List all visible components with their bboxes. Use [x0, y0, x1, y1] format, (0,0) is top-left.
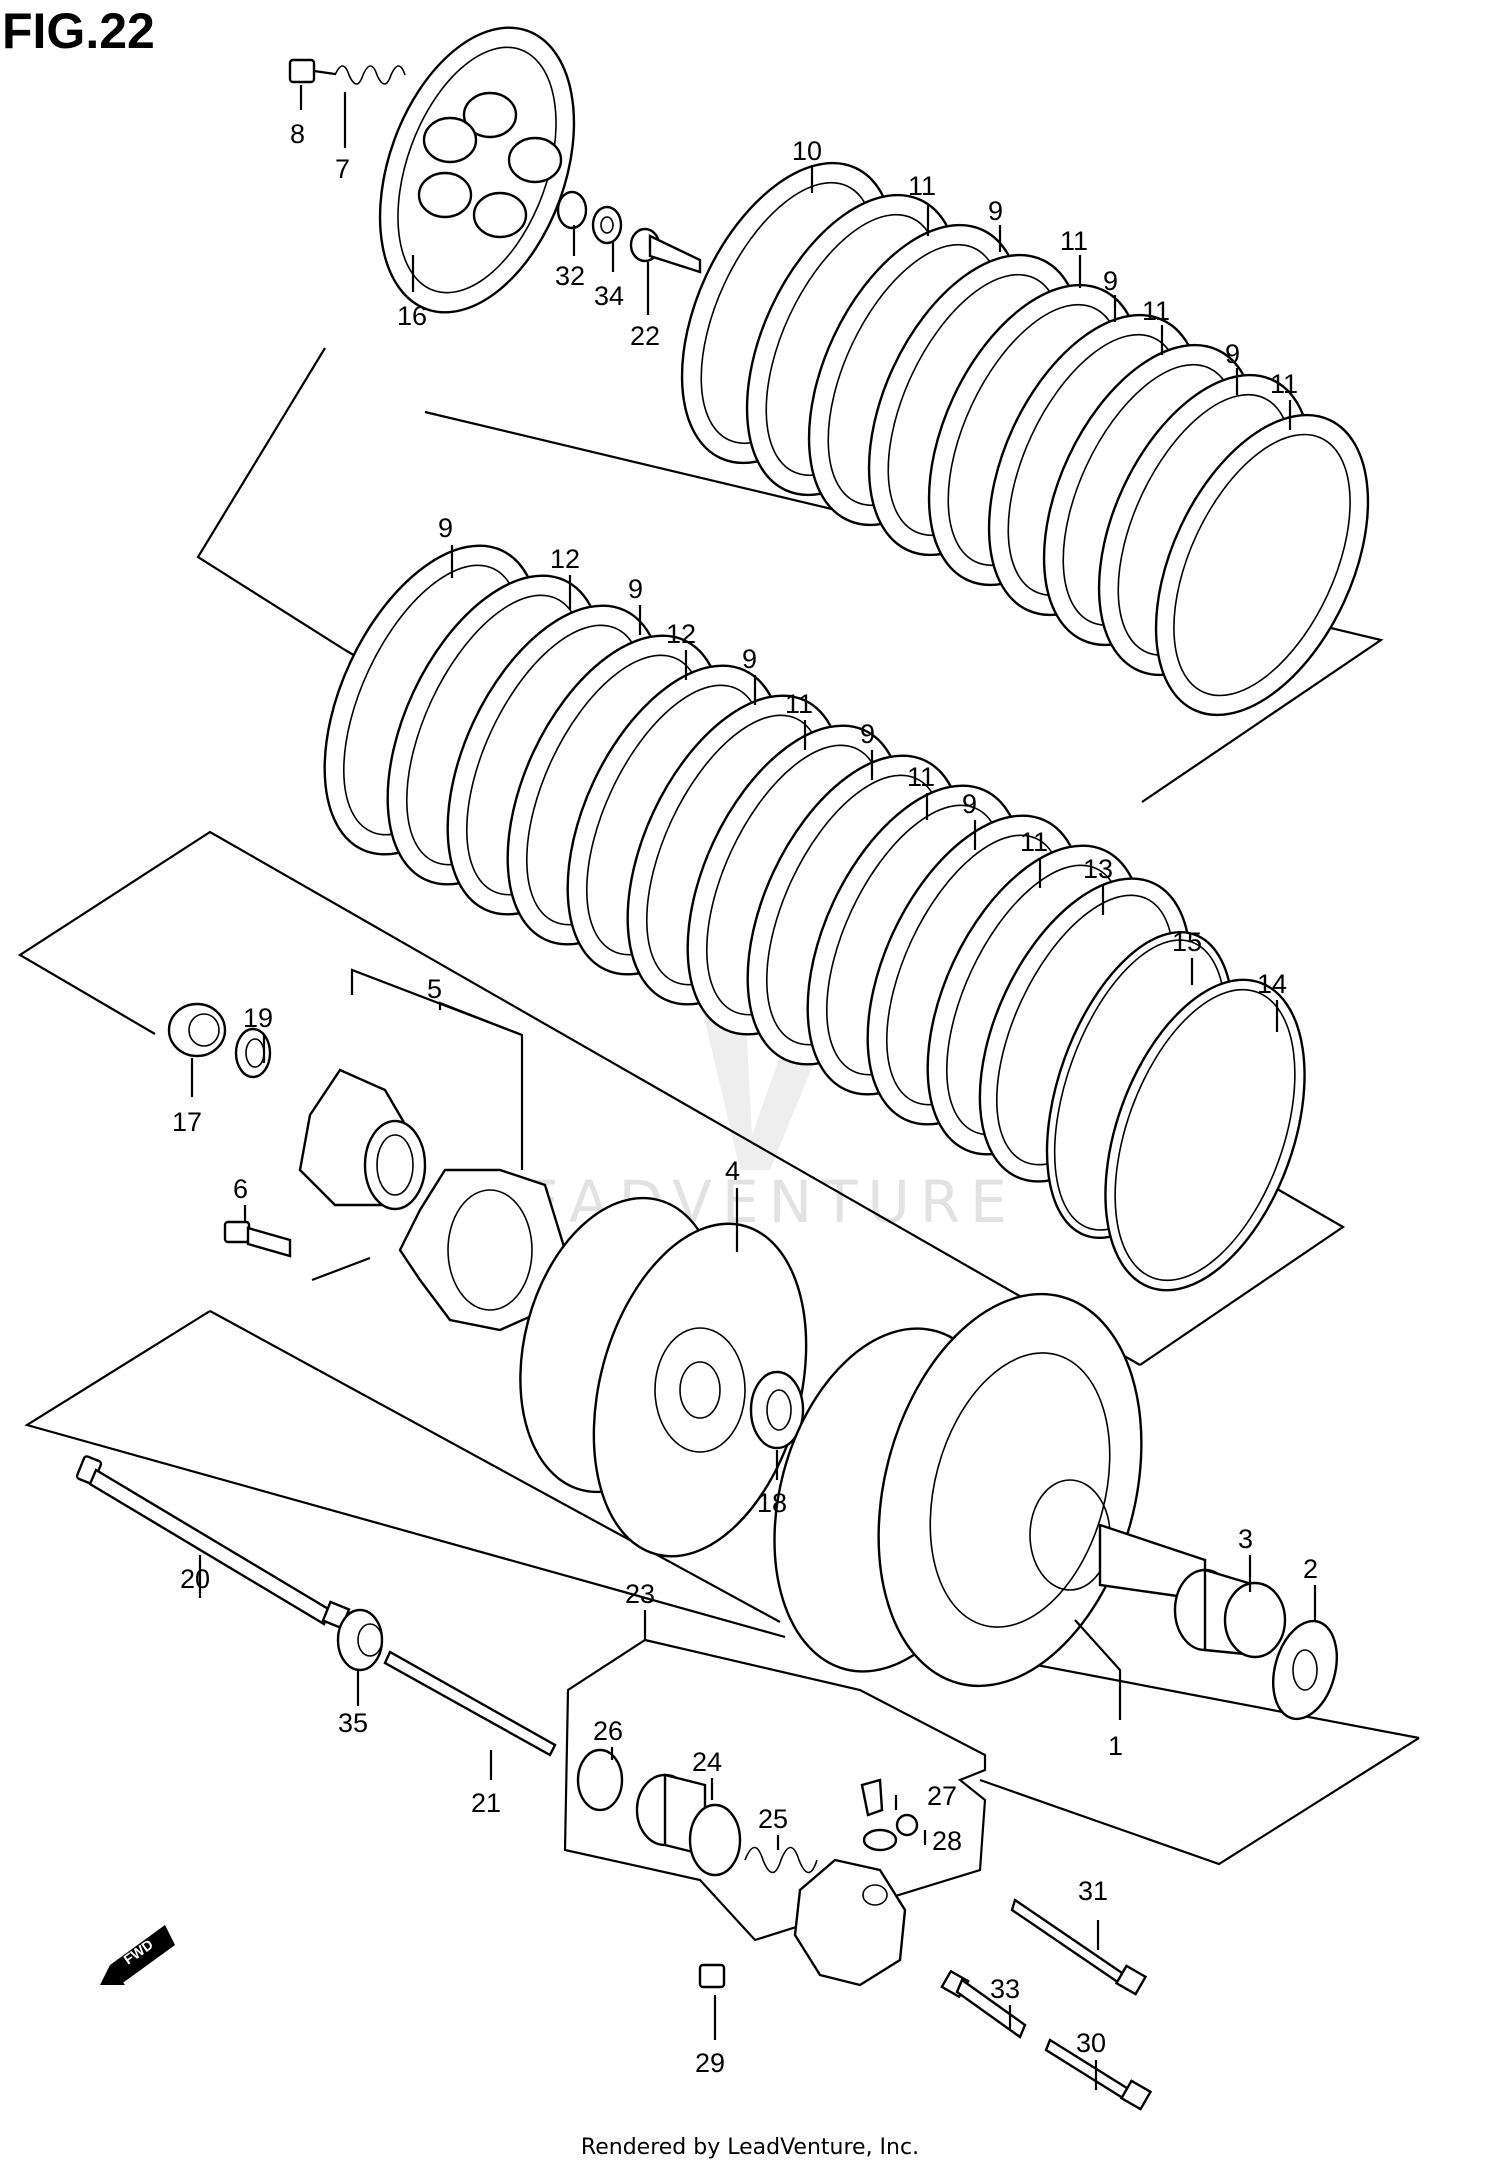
pressure-plate: [378, 26, 576, 314]
bolt-31: [1010, 1898, 1148, 1996]
bolt-6: [223, 1220, 292, 1258]
spacer-2: [1272, 1619, 1338, 1721]
spring-25: [744, 1846, 818, 1874]
callout-9-lower-1: 9: [438, 513, 453, 543]
callout-35: 35: [338, 1708, 368, 1738]
piston-24: [635, 1773, 742, 1877]
callout-6: 6: [233, 1174, 248, 1204]
callout-2: 2: [1303, 1554, 1318, 1584]
callout-11-upper-1: 11: [908, 171, 936, 201]
bolt-8: [288, 58, 336, 84]
callout-9-upper-3: 9: [1225, 339, 1240, 369]
cap-28: [862, 1813, 919, 1852]
callout-10: 10: [792, 136, 822, 166]
plate-stack-upper: [680, 161, 1370, 717]
push-rod-20: [75, 1455, 351, 1630]
callout-3: 3: [1238, 1524, 1253, 1554]
callout-33: 33: [990, 1974, 1020, 2004]
callout-11-lower-3: 11: [1020, 827, 1048, 857]
callout-13: 13: [1083, 854, 1113, 884]
callout-25: 25: [758, 1804, 788, 1834]
callout-24: 24: [692, 1747, 722, 1777]
callout-14: 14: [1257, 969, 1287, 999]
bearing-34: [591, 205, 623, 245]
leader-lines: [190, 85, 1317, 2090]
callout-12-lower-2: 12: [666, 619, 696, 649]
callout-11-upper-3: 11: [1142, 296, 1170, 326]
callout-9-lower-5: 9: [962, 789, 977, 819]
callout-7: 7: [335, 154, 350, 184]
clutch-sleeve-hub-5: [298, 1068, 427, 1211]
callout-9-upper-2: 9: [1103, 266, 1118, 296]
callout-15: 15: [1172, 927, 1202, 957]
callout-11-lower-1: 11: [785, 689, 813, 719]
oil-seal-35: [336, 1608, 384, 1672]
callout-16: 16: [397, 301, 427, 331]
plate-stack-lower: [323, 544, 1192, 1183]
needle-bearing-3: [1173, 1568, 1287, 1659]
callout-9-lower-2: 9: [628, 574, 643, 604]
callout-5: 5: [427, 974, 442, 1004]
callout-22: 22: [630, 321, 660, 351]
callout-32: 32: [555, 261, 585, 291]
callout-9-upper-1: 9: [988, 196, 1003, 226]
callout-26: 26: [593, 1716, 623, 1746]
slave-cylinder-group-23: [563, 1638, 987, 1942]
callout-11-upper-4: 11: [1270, 369, 1298, 399]
callout-12-lower-1: 12: [550, 544, 580, 574]
primary-driven-gear-assembly-1: [773, 1292, 1207, 1688]
callout-4: 4: [725, 1156, 740, 1186]
callout-29: 29: [695, 2048, 725, 2078]
callout-18: 18: [757, 1488, 787, 1518]
callout-1: 1: [1108, 1731, 1123, 1761]
callout-17: 17: [172, 1107, 202, 1137]
push-rod-22: [629, 227, 702, 274]
seat-ring-14: [1104, 978, 1306, 1292]
callout-31: 31: [1078, 1876, 1108, 1906]
dowel-pin-29: [698, 1963, 726, 1989]
callout-labels: 8 7 16 32 34 22 10 11 9 11 9 11 9 11 9 1…: [172, 119, 1318, 2078]
figure-title: FIG.22: [2, 3, 155, 59]
callout-28: 28: [932, 1826, 962, 1856]
watermark-text: LEADVENTURE: [480, 1168, 1017, 1236]
callout-19: 19: [243, 1003, 273, 1033]
group-outline-upper-plates: [196, 347, 1384, 803]
callout-30: 30: [1076, 2028, 1106, 2058]
bolt-30: [1044, 2038, 1153, 2111]
callout-34: 34: [594, 281, 624, 311]
callout-21: 21: [471, 1788, 501, 1818]
callout-23: 23: [625, 1579, 655, 1609]
nut-17: [167, 1002, 227, 1058]
callout-20: 20: [180, 1564, 210, 1594]
callout-9-lower-4: 9: [860, 719, 875, 749]
spring-7: [334, 65, 406, 85]
clutch-sleeve-hub-4: [519, 1196, 808, 1558]
callout-11-upper-2: 11: [1060, 226, 1088, 256]
callout-11-lower-2: 11: [907, 762, 935, 792]
callout-27: 27: [927, 1781, 957, 1811]
washer-32: [556, 190, 588, 230]
callout-9-lower-3: 9: [742, 644, 757, 674]
pressure-plate-bosses: [417, 91, 563, 239]
fwd-direction-arrow: FWD: [100, 1925, 175, 1985]
seal-26: [576, 1748, 624, 1812]
callout-8: 8: [290, 119, 305, 149]
slave-cylinder-body: [793, 1858, 907, 1987]
washer-18: [749, 1370, 805, 1450]
footer-credit: Rendered by LeadVenture, Inc.: [580, 2135, 920, 2160]
bolt-33: [940, 1969, 1027, 2039]
group-outline-clutch-housing: [24, 1310, 1420, 1866]
bleeder-27: [860, 1778, 884, 1817]
push-rod-21: [383, 1650, 557, 1757]
